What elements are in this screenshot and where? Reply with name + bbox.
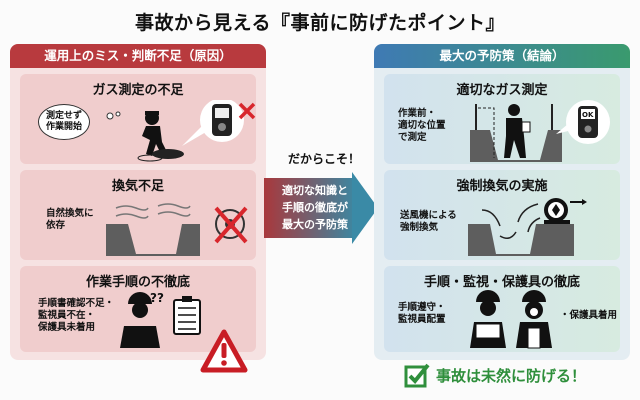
svg-text:OK: OK [582, 111, 594, 119]
result-banner: 事故は未然に防げる！ [404, 362, 586, 388]
because-label: だからこそ！ [287, 152, 360, 166]
prevention-header: 最大の予防策（結論） [374, 44, 630, 68]
card-title: ガス測定の不足 [92, 83, 184, 98]
prevention-description: 送風機による 強制換気 [400, 210, 457, 233]
worker-respirator-icon [516, 290, 552, 349]
workers-ppe-illustration [470, 290, 552, 349]
arrow-body [264, 178, 354, 238]
cause-description: 自然換気に 依存 [46, 208, 94, 231]
worker-manhole-gas-illustration [106, 100, 256, 162]
prevention-card-ventilation: 強制換気の実施 送風機による 強制換気 [384, 170, 620, 260]
checklist-icon [173, 296, 201, 335]
result-text: 事故は未然に防げる！ [436, 366, 587, 385]
checkbox-check-icon [404, 363, 430, 388]
card-title: 換気不足 [111, 179, 164, 194]
natural-ventilation-illustration [106, 203, 248, 256]
worker-entering-manhole-icon [142, 111, 168, 156]
gas-detector-icon [182, 100, 244, 146]
confused-worker-icon: ?? [120, 291, 164, 348]
prevention-column: 最大の予防策（結論） 適切なガス測定 作業前・ 適切な位置 で測定 OK 強制換… [374, 44, 630, 360]
worker-measuring-icon [504, 104, 531, 158]
procedure-illustration: ?? [120, 291, 201, 348]
svg-text:??: ?? [150, 291, 164, 305]
causes-header: 運用上のミス・判断不足（原因） [10, 44, 266, 68]
card-title: 手順・監視・保護具の徹底 [423, 275, 580, 290]
airflow-arrows-icon [115, 203, 191, 219]
cause-description: 手順書確認不足・ 監視員不在・ 保護具未着用 [38, 298, 115, 333]
red-x-icon [238, 102, 256, 120]
pit-icon [468, 224, 574, 256]
prevention-card-procedure: 手順・監視・保護具の徹底 手順遵守・ 監視員配置 ・保護具着用 [384, 266, 620, 352]
pit-icon [106, 224, 200, 256]
worker-reading-manual-icon [470, 290, 506, 348]
page-title: 事故から見える『事前に防げたポイント』 [135, 12, 505, 34]
prevention-description: 手順遵守・ 監視員配置 [398, 302, 446, 325]
arrow-text: 適切な知識と 手順の徹底が 最大の予防策 [282, 184, 348, 231]
prevention-card-gas: 適切なガス測定 作業前・ 適切な位置 で測定 OK [384, 74, 620, 164]
conclusion-arrow: 適切な知識と 手順の徹底が 最大の予防策 [264, 172, 378, 244]
prevention-description: 作業前・ 適切な位置 で測定 [398, 108, 446, 143]
card-title: 強制換気の実施 [456, 179, 548, 194]
gas-measurement-illustration: OK [470, 100, 610, 162]
gas-detector-ok-icon: OK [556, 100, 610, 144]
card-title: 適切なガス測定 [456, 83, 548, 98]
forced-ventilation-illustration [468, 198, 587, 256]
cause-card-procedure: 作業手順の不徹底 手順書確認不足・ 監視員不在・ 保護具未着用 ?? [20, 266, 256, 352]
card-title: 作業手順の不徹底 [85, 275, 190, 290]
warning-triangle-icon [200, 329, 248, 373]
cause-card-gas: ガス測定の不足 測定せず 作業開始 [20, 74, 256, 164]
causes-column: 運用上のミス・判断不足（原因） ガス測定の不足 測定せず 作業開始 換気不足 自… [10, 44, 266, 360]
fan-crossed-out-icon [214, 206, 248, 244]
cause-card-ventilation: 換気不足 自然換気に 依存 [20, 170, 256, 260]
airflow-arrows-icon [481, 203, 541, 239]
arrow-head [352, 172, 378, 244]
prevention-description-right: ・保護具着用 [560, 310, 618, 321]
blower-fan-icon [544, 198, 587, 224]
thought-bubble: 測定せず 作業開始 [38, 104, 90, 140]
